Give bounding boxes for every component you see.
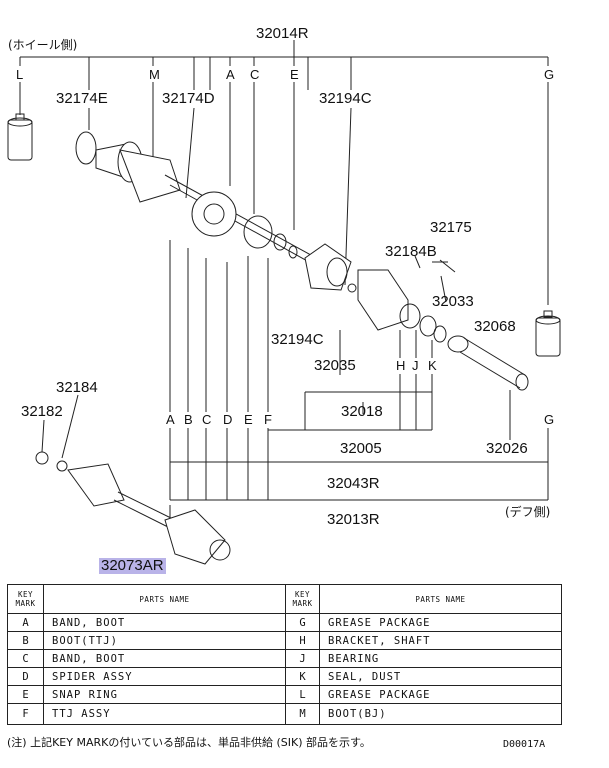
callout-32174D: 32174D (162, 90, 215, 107)
part-name-cell: TTJ ASSY (43, 703, 286, 725)
key-mark-header-right: KEY MARK (285, 584, 320, 614)
table-row: D SPIDER ASSY K SEAL, DUST (7, 667, 562, 686)
part-name-cell: GREASE PACKAGE (319, 685, 562, 704)
callout-32182: 32182 (21, 403, 63, 420)
callout-32014R: 32014R (256, 25, 309, 42)
callout-32018: 32018 (341, 403, 383, 420)
key-mark-cell: C (7, 649, 44, 668)
outer-joint-shaft (75, 131, 321, 269)
parts-name-header-right: PARTS NAME (319, 584, 562, 614)
callout-32184B: 32184B (385, 243, 437, 260)
callout-32005: 32005 (340, 440, 382, 457)
footnote: (注) 上記KEY MARKの付いている部品は、単品非供給 (SIK) 部品を示… (7, 736, 371, 749)
callout-32194C-mid: 32194C (271, 331, 324, 348)
key-letter-d: D (223, 412, 233, 427)
shaft-bracket (357, 269, 447, 343)
table-row: B BOOT(TTJ) H BRACKET, SHAFT (7, 631, 562, 650)
parts-table: KEY MARK PARTS NAME KEY MARK PARTS NAME … (7, 584, 562, 725)
table-row: E SNAP RING L GREASE PACKAGE (7, 685, 562, 704)
key-letter-l: L (16, 67, 24, 82)
callout-32175: 32175 (430, 219, 472, 236)
callout-32026: 32026 (486, 440, 528, 457)
key-letter-g-top: G (544, 67, 555, 82)
drive-shaft-assembly (35, 451, 231, 565)
key-letter-f: F (264, 412, 272, 427)
key-letter-k: K (428, 358, 437, 373)
bottom-leader-lines (41, 240, 549, 520)
part-name-cell: SEAL, DUST (319, 667, 562, 686)
callout-32035: 32035 (314, 357, 356, 374)
key-mark-cell: L (285, 685, 320, 704)
top-leader-lines (19, 40, 549, 305)
diff-side-label: (デフ側) (505, 505, 551, 519)
exploded-parts-diagram (7, 40, 561, 565)
callout-32043R: 32043R (327, 475, 380, 492)
key-letter-b: B (184, 412, 193, 427)
grease-package-g (535, 310, 561, 357)
key-mark-cell: B (7, 631, 44, 650)
callout-32073AR-highlighted[interactable]: 32073AR (99, 557, 166, 574)
part-name-cell: BOOT(BJ) (319, 703, 562, 725)
table-row: A BAND, BOOT G GREASE PACKAGE (7, 613, 562, 632)
callout-32184: 32184 (56, 379, 98, 396)
key-mark-cell: A (7, 613, 44, 632)
key-letter-g-bottom: G (544, 412, 555, 427)
key-mark-cell: G (285, 613, 320, 632)
table-row: C BAND, BOOT J BEARING (7, 649, 562, 668)
key-mark-cell: E (7, 685, 44, 704)
ttj-housing (304, 243, 357, 293)
key-letter-m: M (149, 67, 160, 82)
parts-name-header-left: PARTS NAME (43, 584, 286, 614)
callout-32068: 32068 (474, 318, 516, 335)
key-mark-cell: H (285, 631, 320, 650)
part-name-cell: BAND, BOOT (43, 613, 286, 632)
wheel-side-label: (ホイール側) (8, 38, 78, 52)
part-name-cell: BOOT(TTJ) (43, 631, 286, 650)
key-letter-h: H (396, 358, 406, 373)
drawing-code: D00017A (503, 739, 546, 750)
key-letter-c: C (202, 412, 212, 427)
callout-32174E: 32174E (56, 90, 108, 107)
part-name-cell: SPIDER ASSY (43, 667, 286, 686)
grease-package-l (7, 113, 33, 161)
part-name-cell: BAND, BOOT (43, 649, 286, 668)
key-mark-cell: J (285, 649, 320, 668)
part-name-cell: GREASE PACKAGE (319, 613, 562, 632)
key-letter-e-top: E (290, 67, 299, 82)
key-letter-e: E (244, 412, 253, 427)
key-mark-cell: M (285, 703, 320, 725)
key-mark-header-left: KEY MARK (7, 584, 44, 614)
inner-shaft (439, 259, 529, 391)
key-letter-j: J (412, 358, 419, 373)
part-name-cell: BEARING (319, 649, 562, 668)
callout-32013R: 32013R (327, 511, 380, 528)
key-letter-c-top: C (250, 67, 260, 82)
key-mark-cell: F (7, 703, 44, 725)
part-name-cell: SNAP RING (43, 685, 286, 704)
key-letter-a: A (166, 412, 175, 427)
key-letter-a-top: A (226, 67, 235, 82)
callout-32194C-top: 32194C (319, 90, 372, 107)
key-mark-cell: D (7, 667, 44, 686)
parts-table-header: KEY MARK PARTS NAME KEY MARK PARTS NAME (7, 584, 562, 614)
table-row: F TTJ ASSY M BOOT(BJ) (7, 703, 562, 725)
key-mark-cell: K (285, 667, 320, 686)
part-name-cell: BRACKET, SHAFT (319, 631, 562, 650)
callout-32033: 32033 (432, 293, 474, 310)
